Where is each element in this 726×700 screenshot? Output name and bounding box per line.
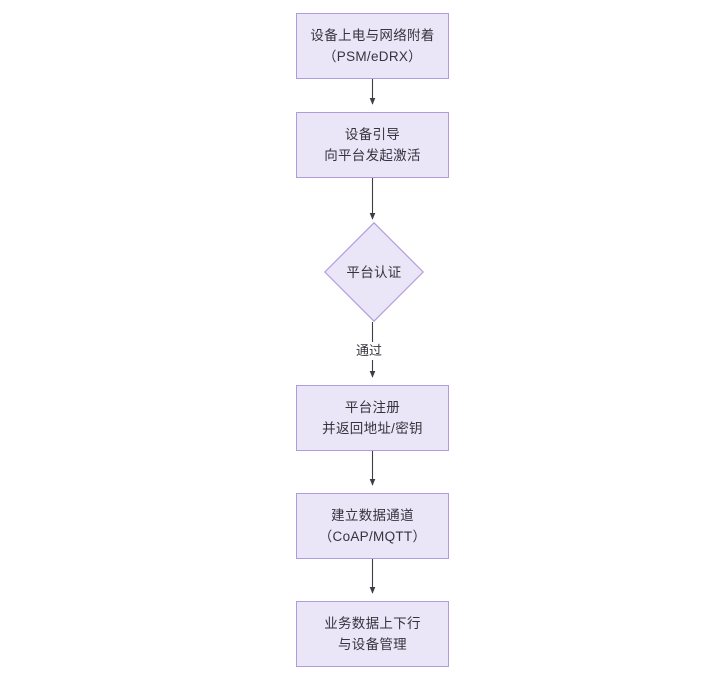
node-line-2: 并返回地址/密钥 [322,421,423,436]
node-line-1: 平台注册 [344,400,401,415]
node-text: 建立数据通道 （CoAP/MQTT） [319,505,427,547]
node-line-2: （PSM/eDRX） [322,49,422,64]
node-line-2: （CoAP/MQTT） [318,529,427,544]
node-business-data-and-device-management[interactable]: 业务数据上下行 与设备管理 [296,601,449,667]
node-line-1: 建立数据通道 [331,508,414,523]
node-line-2: 向平台发起激活 [324,148,421,163]
node-text: 设备上电与网络附着 （PSM/eDRX） [310,25,434,67]
edge-label-pass: 通过 [353,342,386,360]
node-text: 平台注册 并返回地址/密钥 [322,397,423,439]
diamond-shape [324,222,424,322]
node-line-2: 与设备管理 [337,637,407,652]
node-text: 平台认证 [346,262,401,283]
node-line-1: 平台认证 [346,264,402,280]
node-line-1: 业务数据上下行 [324,616,421,631]
node-text: 业务数据上下行 与设备管理 [324,613,421,655]
node-text: 设备引导 向平台发起激活 [324,124,421,166]
node-device-power-on[interactable]: 设备上电与网络附着 （PSM/eDRX） [296,13,449,79]
node-platform-authentication[interactable]: 平台认证 [324,222,424,322]
node-line-1: 设备上电与网络附着 [310,28,435,43]
node-platform-registration[interactable]: 平台注册 并返回地址/密钥 [296,385,449,451]
node-device-bootstrap[interactable]: 设备引导 向平台发起激活 [296,112,449,178]
node-establish-data-channel[interactable]: 建立数据通道 （CoAP/MQTT） [296,493,449,559]
node-line-1: 设备引导 [344,127,401,142]
